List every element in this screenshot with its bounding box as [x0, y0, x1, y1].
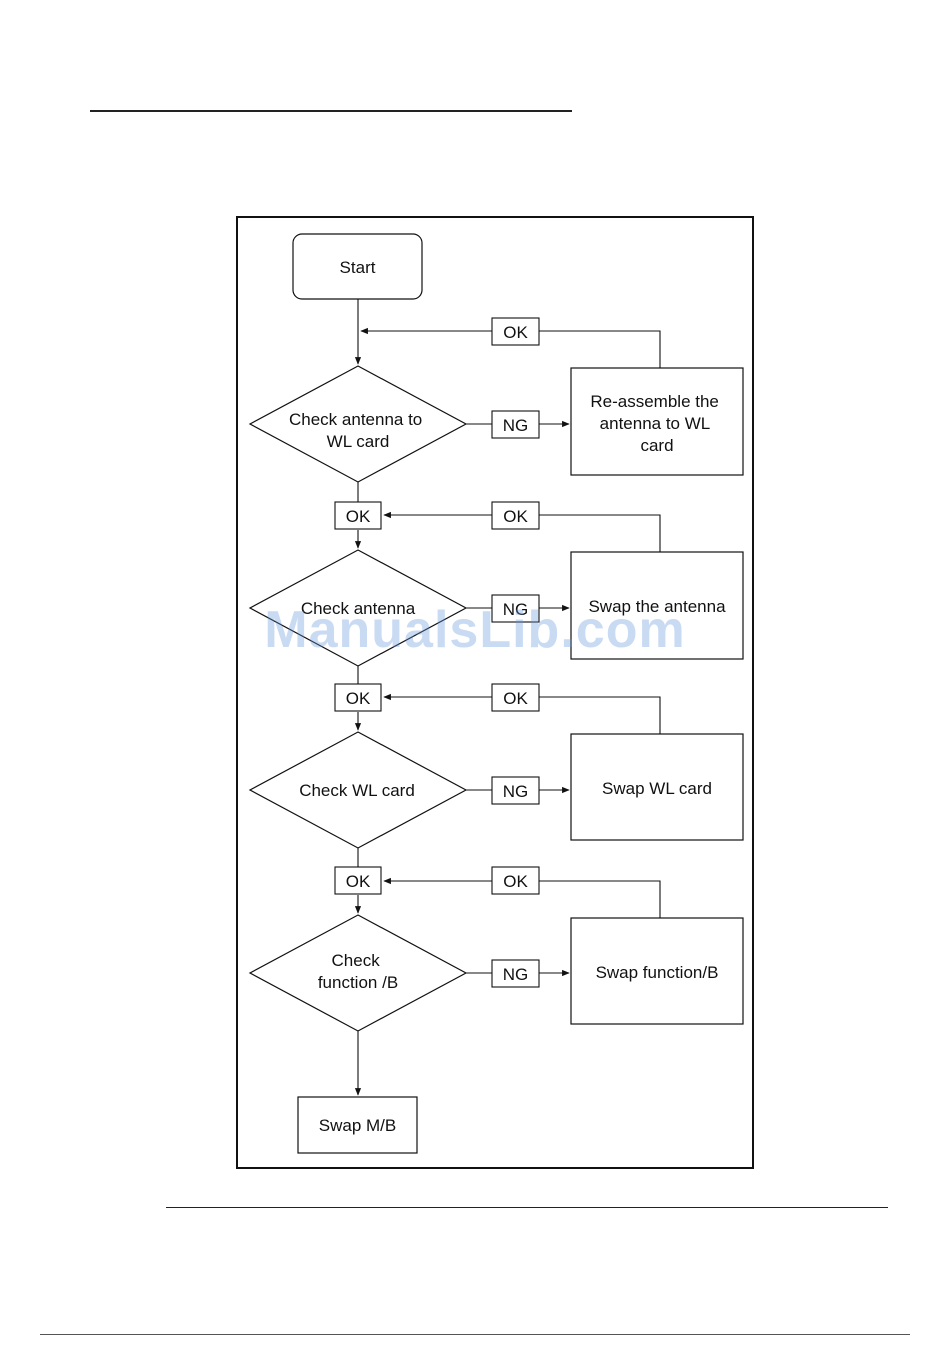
- ok-return-label-1: OK: [503, 323, 528, 342]
- ok-return-label-2: OK: [503, 507, 528, 526]
- process-2-label: Swap the antenna: [588, 597, 726, 616]
- process-3-label: Swap WL card: [602, 779, 712, 798]
- ok-return-label-3: OK: [503, 689, 528, 708]
- ok-return-label-4: OK: [503, 872, 528, 891]
- ok-spine-label-3: OK: [346, 872, 371, 891]
- ng-label-1: NG: [503, 416, 529, 435]
- ok-spine-label-1: OK: [346, 507, 371, 526]
- ng-label-3: NG: [503, 782, 529, 801]
- decision-3-label: Check WL card: [299, 781, 415, 800]
- start-label: Start: [340, 258, 376, 277]
- end-label: Swap M/B: [319, 1116, 396, 1135]
- ng-label-4: NG: [503, 965, 529, 984]
- process-4-label: Swap function/B: [596, 963, 719, 982]
- ng-label-2: NG: [503, 600, 529, 619]
- decision-2-label: Check antenna: [301, 599, 416, 618]
- ok-spine-label-2: OK: [346, 689, 371, 708]
